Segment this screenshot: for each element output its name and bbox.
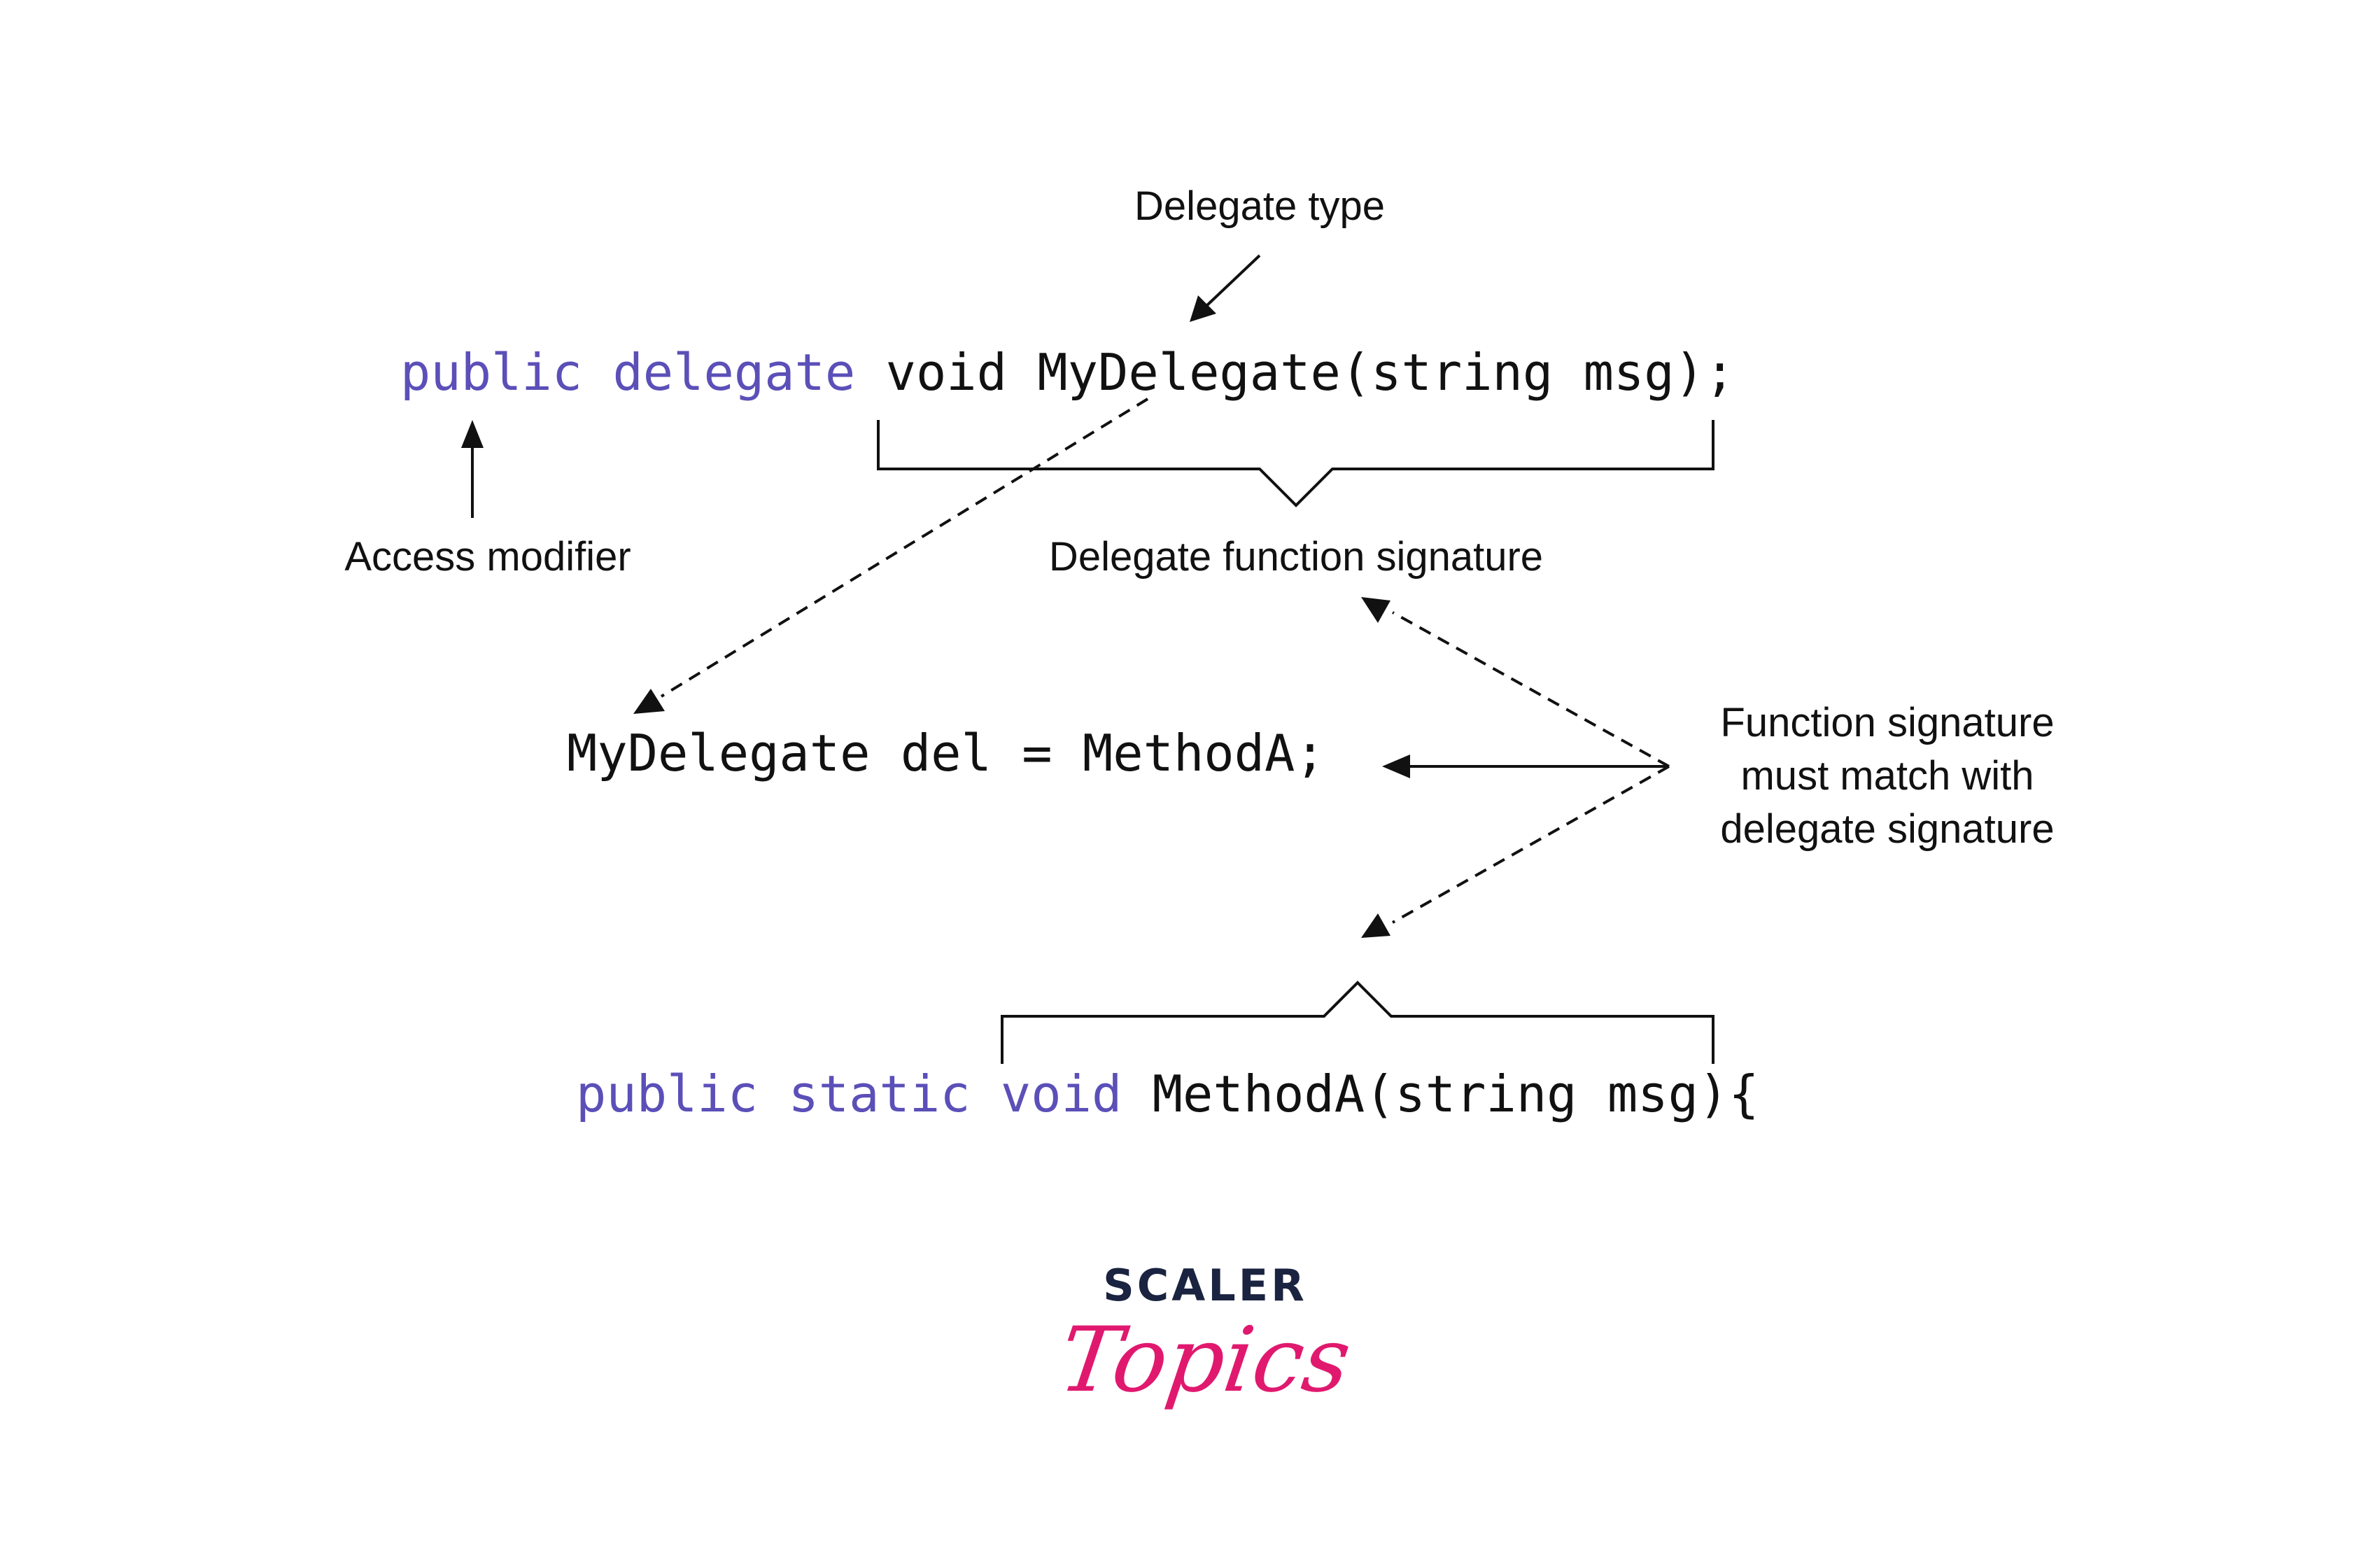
keyword-public: public [576, 1065, 759, 1123]
keyword-public: public [400, 343, 583, 402]
keyword-static: static [788, 1065, 971, 1123]
dashed-arrow-type-usage [660, 398, 1149, 698]
label-delegate-type: Delegate type [1134, 183, 1385, 229]
arrowhead-delegate-type [1190, 295, 1216, 322]
assignment-text: MyDelegate del = MethodA; [567, 724, 1325, 782]
note-line-1: Function signature [1720, 700, 2055, 745]
code-delegate-assignment: MyDelegate del = MethodA; [567, 728, 1325, 778]
arrowhead-to-method-signature [1361, 913, 1390, 938]
arrowhead-to-assignment [1382, 755, 1410, 778]
dashed-arrow-to-delegate-signature [1392, 611, 1670, 768]
arrowhead-to-delegate-signature [1361, 597, 1390, 623]
method-signature-text: MethodA(string msg){ [1152, 1065, 1759, 1123]
keyword-void: void [1000, 1065, 1122, 1123]
label-access-modifier: Access modifier [344, 534, 631, 580]
note-line-3: delegate signature [1720, 806, 2055, 852]
code-method-declaration: public static void MethodA(string msg){ [576, 1069, 1759, 1119]
label-delegate-function-signature: Delegate function signature [1048, 534, 1544, 580]
dashed-arrow-to-method-signature [1392, 765, 1670, 924]
brace-method-signature [1001, 981, 1714, 1064]
logo-topics-wordmark: Topics [1053, 1308, 1357, 1412]
logo-scaler-wordmark: SCALER [1103, 1260, 1307, 1311]
note-line-2: must match with [1740, 753, 2034, 799]
delegate-signature-text: void MyDelegate(string msg); [885, 343, 1735, 402]
code-delegate-declaration: public delegate void MyDelegate(string m… [400, 347, 1735, 398]
keyword-delegate: delegate [612, 343, 856, 402]
arrowhead-type-usage [633, 689, 665, 714]
arrowhead-access-modifier [461, 420, 484, 448]
brace-delegate-signature [877, 420, 1714, 507]
label-signature-match-note: Function signature must match with deleg… [1720, 696, 2054, 856]
